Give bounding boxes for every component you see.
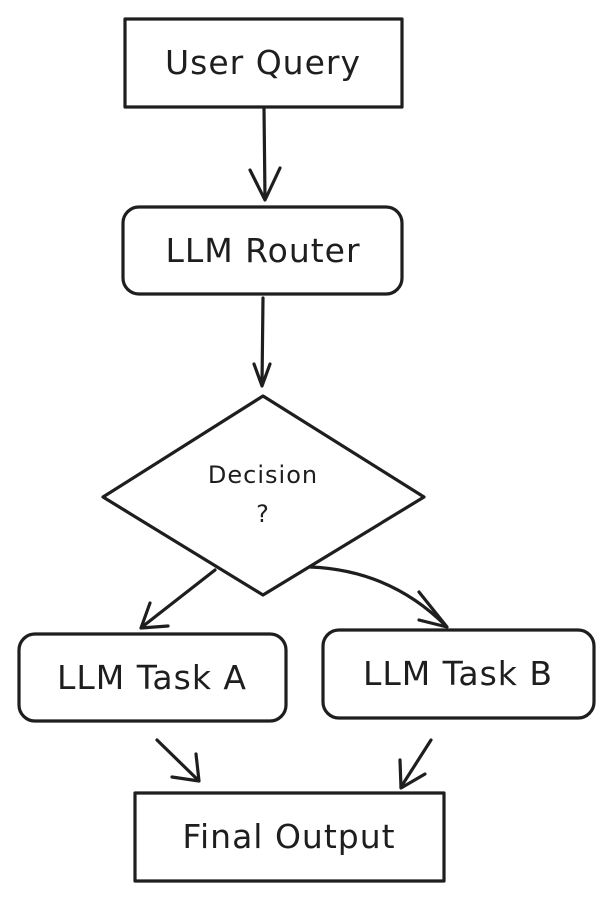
edge-line — [155, 738, 200, 782]
llm-router-box — [121, 205, 404, 296]
arrowhead-icon — [417, 590, 449, 629]
edge-line — [308, 565, 448, 628]
final-output-box — [133, 791, 446, 883]
user-query-label: User Query — [165, 43, 361, 82]
edge-router-to-decision — [252, 296, 272, 388]
arrowhead-icon — [139, 601, 170, 630]
edge-line — [262, 106, 267, 201]
edge-task-a-to-final — [155, 738, 201, 783]
task-a-label: LLM Task A — [57, 658, 247, 697]
arrowhead-icon — [248, 166, 282, 202]
decision-diamond — [101, 394, 426, 597]
final-output-label: Final Output — [182, 817, 395, 856]
arrowhead-icon — [398, 758, 427, 790]
task-a-box — [17, 632, 288, 723]
llm-router-label: LLM Router — [165, 231, 360, 270]
decision-label: Decision — [208, 461, 318, 489]
edge-task-b-to-final — [398, 738, 433, 790]
edge-line — [140, 568, 217, 629]
decision-node: Decision ? — [101, 394, 426, 597]
arrowhead-icon — [252, 362, 272, 388]
task-a-node: LLM Task A — [17, 632, 288, 723]
edge-user-query-to-router — [248, 106, 282, 202]
edge-line — [260, 296, 265, 387]
edge-line — [399, 738, 433, 789]
task-b-box — [321, 628, 596, 720]
decision-question-mark: ? — [256, 500, 270, 528]
task-b-node: LLM Task B — [321, 628, 596, 720]
final-output-node: Final Output — [133, 791, 446, 883]
llm-router-node: LLM Router — [121, 205, 404, 296]
user-query-box — [123, 17, 404, 109]
edge-decision-to-task-b — [308, 565, 449, 629]
arrowhead-icon — [170, 752, 201, 783]
user-query-node: User Query — [123, 17, 404, 109]
edge-decision-to-task-a — [139, 568, 217, 630]
task-b-label: LLM Task B — [363, 654, 553, 693]
